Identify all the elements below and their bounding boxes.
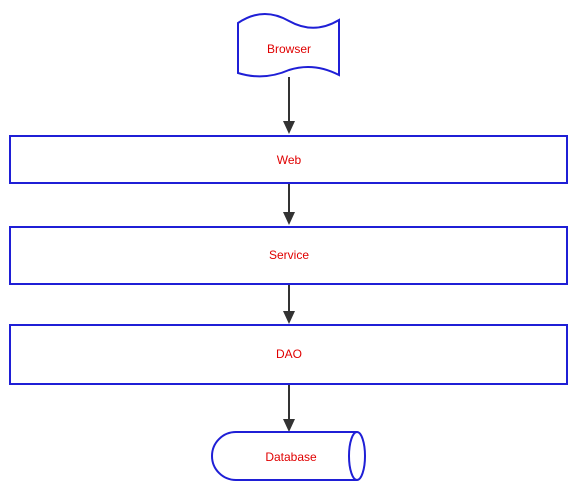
node-label-browser: Browser (267, 42, 311, 56)
edge-service-dao (283, 284, 295, 324)
rectangle-shape (9, 226, 568, 285)
cylinder-end-arc (348, 431, 358, 481)
node-dao: DAO (9, 324, 568, 385)
node-web: Web (9, 135, 568, 184)
node-label-web: Web (277, 153, 302, 167)
node-database: Database (211, 431, 366, 481)
node-label-database: Database (265, 450, 317, 464)
node-browser: Browser (237, 13, 340, 78)
rectangle-shape (9, 324, 568, 385)
node-label-service: Service (269, 248, 309, 262)
edge-web-service (283, 183, 295, 225)
edge-browser-web (283, 77, 295, 134)
edge-dao-database (283, 384, 295, 432)
document-shape (237, 13, 340, 78)
rectangle-shape (9, 135, 568, 184)
node-service: Service (9, 226, 568, 285)
node-label-dao: DAO (276, 347, 302, 361)
